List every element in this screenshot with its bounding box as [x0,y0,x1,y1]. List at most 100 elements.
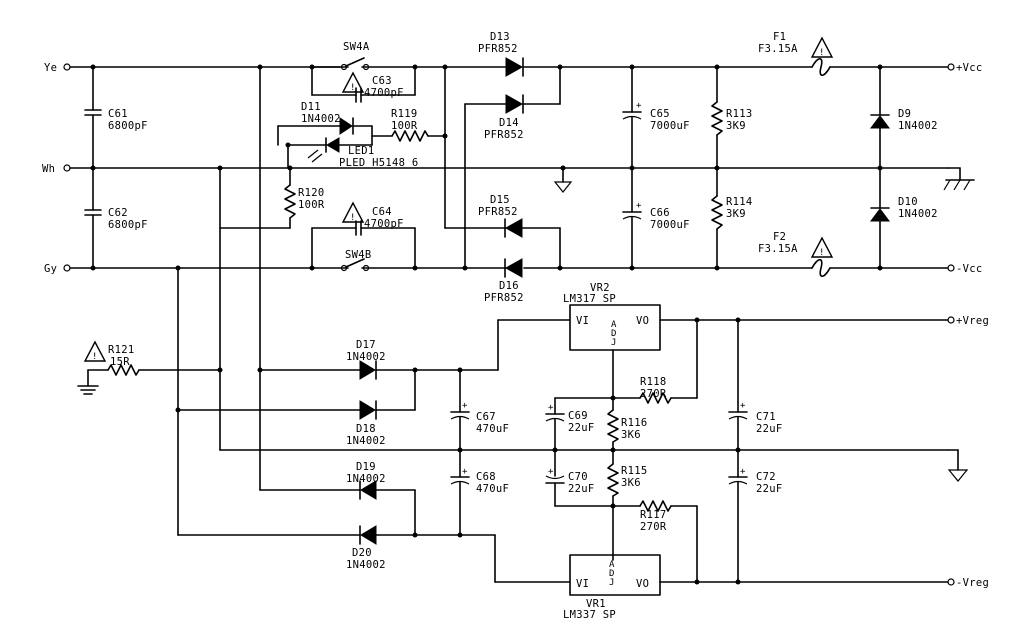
c63-ref: C63 [372,75,392,87]
r121-value: 15R [110,356,130,368]
d19-ref: D19 [356,461,376,473]
d13-value: PFR852 [478,43,518,55]
resistor-r114: R114 3K9 [711,167,753,269]
d10-ref: D10 [898,196,918,208]
earth-ground-icon [77,369,99,395]
r119-ref: R119 [391,108,418,120]
r113-ref: R113 [726,108,753,120]
d18-ref: D18 [356,423,376,435]
c66-ref: C66 [650,207,670,219]
svg-text:!: ! [92,352,97,362]
switch-sw4a: SW4A [311,41,370,71]
d19-value: 1N4002 [346,473,386,485]
terminal-ye: Ye [44,62,71,74]
r117-ref: R117 [640,509,667,521]
terminal-wh-label: Wh [42,163,55,175]
capacitor-c61: C61 6800pF [84,66,148,169]
svg-text:+: + [548,403,554,413]
diode-d20: D20 1N4002 [177,489,496,571]
svg-text:+: + [462,401,468,411]
svg-text:!: ! [350,213,355,223]
warning-icon: ! [810,236,834,258]
diode-d16: D16 PFR852 [484,258,523,304]
c70-ref: C70 [568,471,588,483]
d16-ref: D16 [499,280,519,292]
diode-d19: D19 1N4002 [259,461,416,500]
c72-value: 22uF [756,483,783,495]
svg-text:J: J [611,338,616,348]
r114-ref: R114 [726,196,753,208]
terminal-vcc-pos: +Vcc [947,62,982,74]
diode-d15: D15 PFR852 [444,194,561,238]
capacitor-c68: + C68 470uF [450,449,509,536]
resistor-r119: R119 100R [371,108,446,146]
svg-text:+: + [636,201,642,211]
c61-ref: C61 [108,108,128,120]
r119-value: 100R [391,120,418,132]
c72-ref: C72 [756,471,776,483]
r116-ref: R116 [621,417,648,429]
d11-value: 1N4002 [301,113,341,125]
c61-value: 6800pF [108,120,148,132]
svg-text:+: + [740,467,746,477]
r115-ref: R115 [621,465,648,477]
resistor-r121: R121 15R [87,344,221,376]
led-led1: LED1 PLED H5148 6 [287,137,418,169]
r115-value: 3K6 [621,477,641,489]
capacitor-c72: + C72 22uF [728,449,783,583]
svg-text:A: A [609,560,615,570]
vr2-value: LM317 SP [563,293,616,305]
r117-value: 270R [640,521,667,533]
c68-ref: C68 [476,471,496,483]
d20-value: 1N4002 [346,559,386,571]
d18-value: 1N4002 [346,435,386,447]
vcc-neg-label: -Vcc [956,263,983,275]
warning-icon: ! [810,36,834,58]
vr2-vo: VO [636,315,649,327]
resistor-r116: R116 3K6 [607,397,648,451]
vr1-value: LM337 SP [563,609,616,621]
r116-value: 3K6 [621,429,641,441]
f1-ref: F1 [773,31,786,43]
fuse-f1: F1 F3.15A [758,31,831,77]
diode-d17: D17 1N4002 [259,339,499,380]
d9-ref: D9 [898,108,911,120]
c67-ref: C67 [476,411,496,423]
ground-icon [947,449,969,482]
svg-text:+: + [462,467,468,477]
svg-text:A: A [611,320,617,330]
r120-value: 100R [298,199,325,211]
capacitor-c63: C63 4700pF [311,66,416,103]
sw4a-ref: SW4A [343,41,370,53]
chassis-ground-icon [943,167,975,191]
resistor-r113: R113 3K9 [711,66,753,169]
c70-value: 22uF [568,483,595,495]
resistor-r118: R118 270R [612,319,698,404]
d17-ref: D17 [356,339,376,351]
r121-ref: R121 [108,344,135,356]
d15-value: PFR852 [478,206,518,218]
svg-text:+: + [636,101,642,111]
capacitor-c67: + C67 470uF [450,401,509,451]
diode-d9: D9 1N4002 [870,66,937,169]
d13-ref: D13 [490,31,510,43]
terminal-ye-label: Ye [44,62,57,74]
vreg-neg-label: -Vreg [956,577,989,589]
r120-ref: R120 [298,187,325,199]
f2-value: F3.15A [758,243,798,255]
diode-d10: D10 1N4002 [870,167,937,269]
svg-text:D: D [611,329,616,339]
d17-value: 1N4002 [346,351,386,363]
svg-text:+: + [548,467,554,477]
resistor-r115: R115 3K6 [607,449,648,561]
d11-ref: D11 [301,101,321,113]
c65-value: 7000uF [650,120,690,132]
fuse-f2: F2 F3.15A [758,231,831,278]
terminal-vcc-neg: -Vcc [947,263,983,275]
capacitor-c66: + C66 7000uF [622,167,689,269]
capacitor-c69: + C69 22uF [545,397,614,451]
r118-ref: R118 [640,376,667,388]
f2-ref: F2 [773,231,786,243]
c62-value: 6800pF [108,219,148,231]
